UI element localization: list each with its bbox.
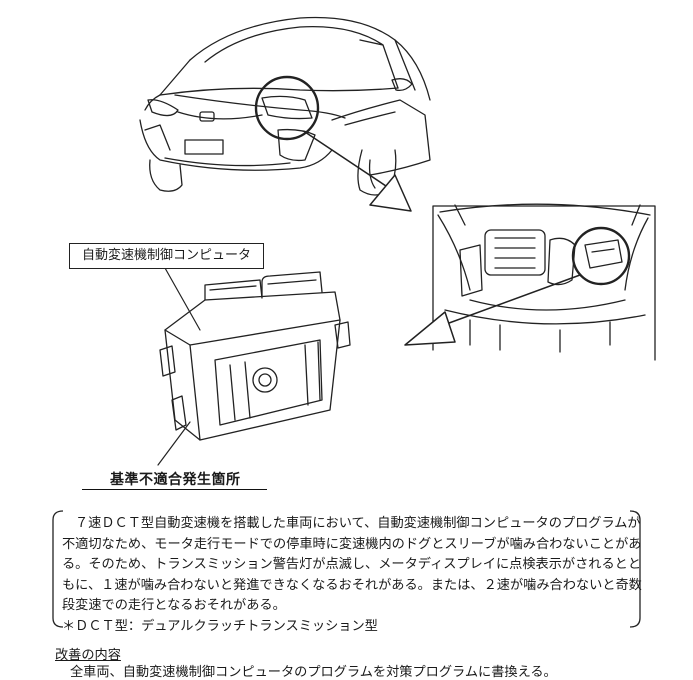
remedy-heading: 改善の内容 — [55, 648, 121, 663]
ecu-illustration — [157, 267, 351, 466]
arrow-to-engine-bay — [304, 131, 412, 212]
description-line: 段変速での走行となるおそれがある。 — [62, 598, 286, 613]
remedy-text: 全車両、自動変速機制御コンピュータのプログラムを対策プログラムに書換える。 — [70, 665, 557, 680]
description-line: る。そのため、トランスミッション警告灯が点滅し、メータディスプレイに点検表示がさ… — [62, 557, 642, 572]
ecu-label: 自動変速機制御コンピュータ — [69, 243, 264, 269]
description-line: ７速ＤＣＴ型自動変速機を搭載した車両において、自動変速機制御コンピュータのプログ… — [75, 516, 641, 531]
engine-bay-illustration — [432, 203, 656, 361]
description-footnote: ＊ＤＣＴ型：デュアルクラッチトランスミッション型 — [62, 618, 378, 634]
description-line: もに、１速が噛み合わないと発進できなくなるおそれがある。または、２速が噛み合わな… — [62, 577, 642, 593]
defect-label-underline — [82, 489, 267, 490]
arrow-to-ecu — [404, 274, 581, 346]
description-line: 不適切なため、モータ走行モードでの停車時に変速機内のドグとスリーブが噛み合わない… — [62, 536, 642, 552]
defect-description: ７速ＤＣＴ型自動変速機を搭載した車両において、自動変速機制御コンピュータのプログ… — [62, 514, 652, 637]
recall-illustration — [139, 16, 656, 466]
car-illustration — [139, 16, 431, 196]
description-bracket-frame — [52, 510, 641, 628]
defect-location-label: 基準不適合発生箇所 — [110, 472, 241, 488]
